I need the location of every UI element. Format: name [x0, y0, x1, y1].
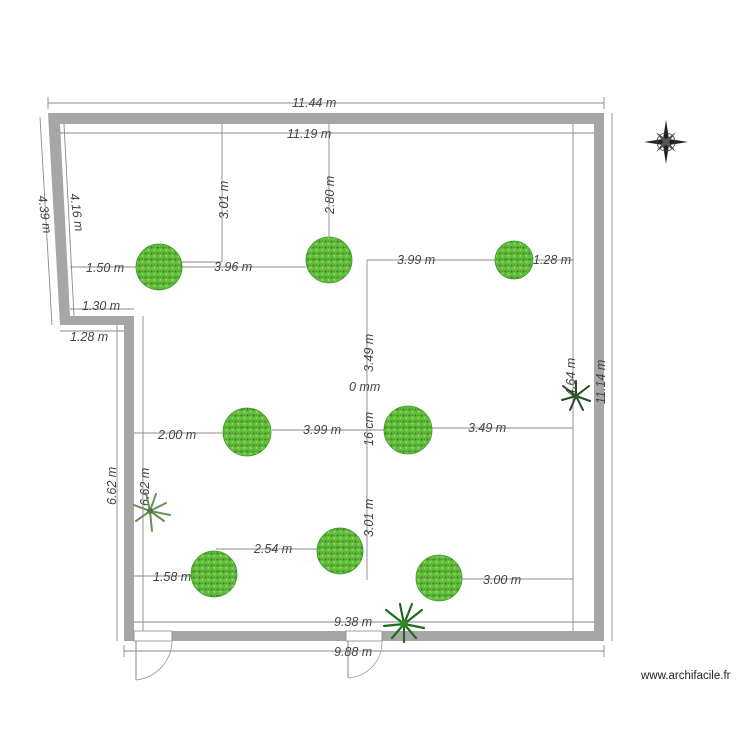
- dim-tree1-top: 3.01 m: [217, 181, 231, 219]
- tree-icon: [383, 405, 433, 455]
- dim-right-inner: 4.64 m: [564, 358, 578, 396]
- tree-icon: [222, 407, 272, 457]
- dim-top-outer: 11.44 m: [292, 96, 336, 110]
- dim-vertical-mid: 3.49 m: [362, 334, 376, 372]
- dim-lower-left-outer: 6.62 m: [105, 467, 119, 505]
- tree-icon: [135, 243, 183, 291]
- dim-vertical-lower: 3.01 m: [362, 499, 376, 537]
- palm-plant-icon: [561, 380, 591, 411]
- dimension-lines: [39, 97, 613, 657]
- dim-bottom-outer: 9.88 m: [334, 645, 372, 659]
- dim-top-inner: 11.19 m: [287, 127, 331, 141]
- dim-step-outer: 1.28 m: [70, 330, 108, 344]
- dim-tree2-top: 2.80 m: [323, 176, 337, 215]
- palm-plant-icon: [382, 602, 426, 644]
- tree-icon: [494, 240, 534, 280]
- wall-left-upper: [48, 113, 70, 325]
- tree-icon: [316, 527, 364, 575]
- wall-right: [594, 113, 604, 641]
- wall-step: [60, 316, 134, 325]
- dim-vertical-small: 16 cm: [362, 412, 376, 446]
- dim-step-inner: 1.30 m: [82, 299, 120, 313]
- dim-right-outer: 11.14 m: [594, 360, 608, 404]
- trees: [135, 236, 534, 602]
- dim-mid-right: 3.49 m: [468, 421, 506, 435]
- dim-tree2-tree3: 3.99 m: [397, 253, 435, 267]
- dim-tree3-right: 1.28 m: [533, 253, 571, 267]
- dim-left-outer: 4.39 m: [35, 194, 54, 234]
- dim-bottom-left: 1.58 m: [153, 570, 191, 584]
- palm-plant-icon: [133, 492, 171, 532]
- dimension-labels: 11.44 m 11.19 m 4.39 m 4.16 m 1.30 m 1.2…: [35, 96, 608, 659]
- dim-bottom-inner: 9.38 m: [334, 615, 372, 629]
- tree-icon: [190, 550, 238, 598]
- dim-zero: 0 mm: [349, 380, 380, 394]
- wall-bottom-c: [382, 631, 604, 641]
- dim-bottom-right: 3.00 m: [483, 573, 521, 587]
- wall-left-lower: [124, 316, 134, 641]
- dim-tree1-left: 1.50 m: [86, 261, 124, 275]
- dim-mid-left: 2.00 m: [157, 428, 196, 442]
- compass-icon: [644, 120, 688, 164]
- dim-lower-trees: 2.54 m: [253, 542, 292, 556]
- wall-top: [48, 113, 604, 124]
- walls: [48, 113, 604, 641]
- door-left: [133, 630, 173, 681]
- dim-left-inner: 4.16 m: [67, 192, 86, 232]
- dim-mid-trees: 3.99 m: [303, 423, 341, 437]
- watermark-text: www.archifacile.fr: [641, 670, 731, 682]
- tree-icon: [415, 554, 463, 602]
- wall-bottom-b: [172, 631, 346, 641]
- tree-icon: [305, 236, 353, 284]
- dim-tree1-tree2: 3.96 m: [214, 260, 252, 274]
- dim-lower-left-inner: 6.62 m: [138, 468, 152, 506]
- wall-bottom-a: [124, 631, 134, 641]
- door-right: [345, 630, 383, 679]
